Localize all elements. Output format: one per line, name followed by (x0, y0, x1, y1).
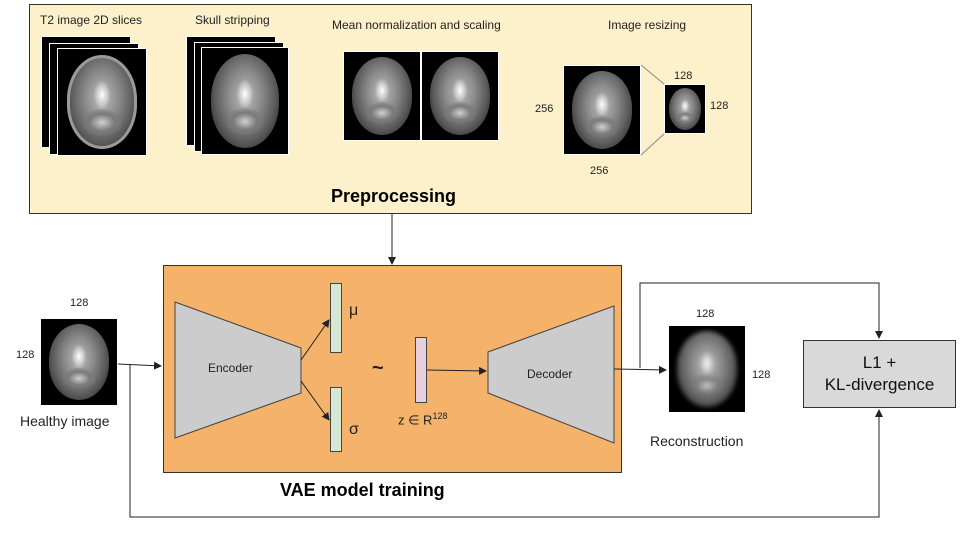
sampling-tilde: ~ (372, 357, 384, 379)
vae-title: VAE model training (280, 480, 445, 500)
resize-input-height: 256 (535, 103, 554, 115)
step-label-t2-slices: T2 image 2D slices (40, 13, 143, 27)
preprocessing-title: Preprocessing (331, 186, 457, 206)
step-label-normalization: Mean normalization and scaling (332, 18, 501, 32)
resize-output-width: 128 (674, 70, 693, 82)
arrow-vae-to-reconstruction (613, 365, 667, 374)
decoder-label: Decoder (527, 367, 573, 381)
loss-line-2: KL-divergence (824, 375, 935, 394)
step-label-resizing: Image resizing (608, 18, 687, 32)
input-width-label: 128 (70, 297, 89, 309)
loss-box: L1 + KL-divergence (803, 340, 956, 408)
z-vector (415, 337, 427, 403)
input-label: Healthy image (20, 413, 110, 429)
skull-stripped-image-front (201, 47, 289, 155)
encoder-label: Encoder (208, 361, 253, 375)
z-label: z ∈ R128 (398, 411, 447, 428)
normalized-image-1 (343, 51, 421, 141)
arrow-z-to-decoder (426, 366, 487, 375)
z-dimension: 128 (432, 411, 448, 421)
resize-zoom-line-bottom (640, 133, 665, 156)
healthy-input-image (40, 318, 118, 406)
arrow-encoder-to-mu (300, 319, 330, 361)
resize-zoom-line-top (640, 64, 665, 85)
resize-input-image (563, 65, 641, 155)
resize-output-image (664, 84, 706, 134)
reconstruction-width-label: 128 (696, 308, 715, 320)
resize-input-width: 256 (590, 165, 609, 177)
reconstruction-label: Reconstruction (650, 433, 744, 449)
sigma-label: σ (349, 421, 359, 438)
input-height-label: 128 (16, 349, 35, 361)
decoder-shape (487, 305, 615, 444)
mu-label: μ (349, 302, 359, 319)
arrow-reconstruction-to-loss (639, 282, 883, 368)
step-label-skull-stripping: Skull stripping (195, 13, 270, 27)
arrow-encoder-to-sigma (300, 380, 330, 421)
arrow-input-to-vae (117, 361, 162, 370)
normalized-image-2 (421, 51, 499, 141)
reconstruction-height-label: 128 (752, 369, 771, 381)
t2-slice-image-front (57, 48, 147, 156)
z-label-text: z ∈ R (398, 412, 433, 428)
encoder-shape (174, 301, 302, 439)
resize-output-height: 128 (710, 100, 729, 112)
arrow-input-to-loss (129, 364, 883, 518)
mu-vector (330, 283, 342, 353)
reconstruction-image (668, 325, 746, 413)
loss-line-1: L1 + (862, 353, 897, 372)
sigma-vector (330, 387, 342, 452)
